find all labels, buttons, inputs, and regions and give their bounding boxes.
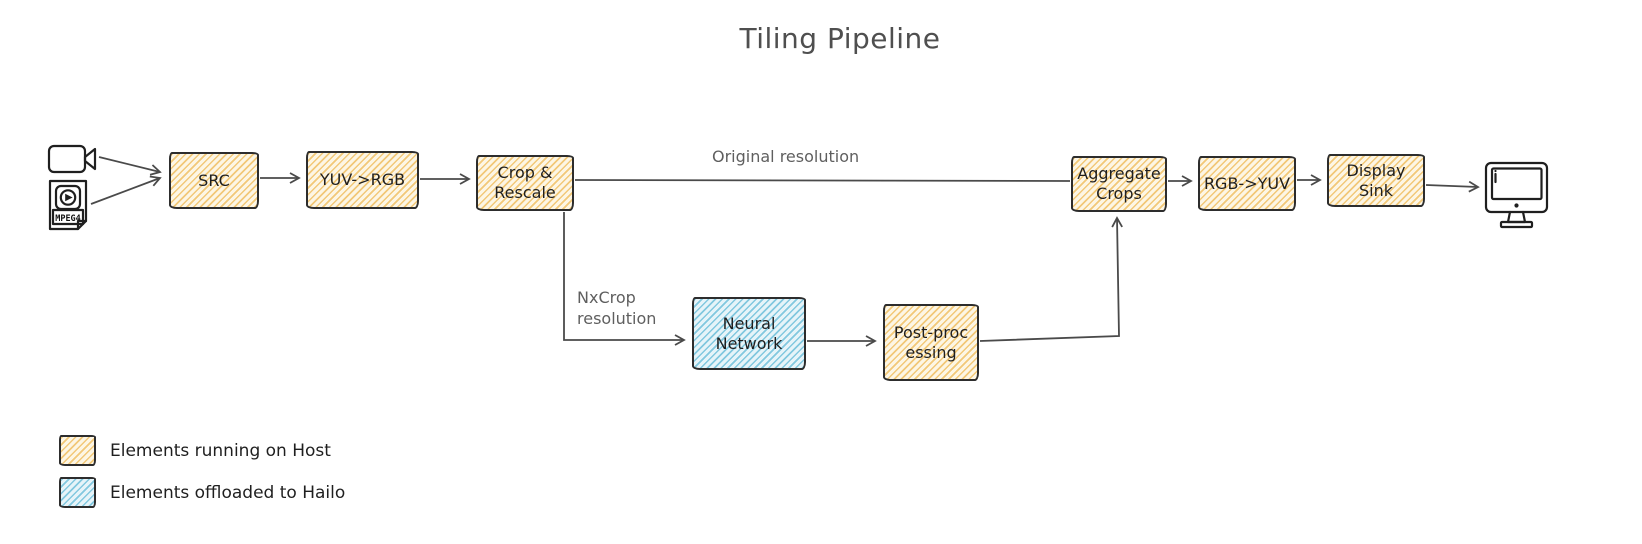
edge-label-original-resolution: Original resolution [712,147,860,166]
legend-label-hailo: Elements offloaded to Hailo [110,482,346,503]
edge-label-nxcrop-resolution: NxCrop resolution [577,288,657,328]
node-crop-rescale: Crop & Rescale [476,155,574,211]
monitor-icon [1484,161,1549,229]
line-original-resolution [574,179,1071,182]
node-neural-network: Neural Network [692,297,806,370]
legend-swatch-hailo [59,477,96,508]
video-camera-icon [47,144,97,174]
mpeg4-file-icon: MPEG4 [48,179,88,231]
arrow-camera-to-src [98,156,162,176]
mpeg4-file-label: MPEG4 [55,214,81,224]
legend-label-host: Elements running on Host [110,440,331,461]
node-display-sink: Display Sink [1327,154,1425,207]
node-src: SRC [169,152,259,209]
diagram-title: Tiling Pipeline [739,22,941,55]
legend-item-host: Elements running on Host [59,435,331,466]
node-yuv-to-rgb: YUV->RGB [306,151,419,209]
legend-swatch-host [59,435,96,466]
arrow-postproc-to-aggregate [979,216,1123,342]
legend-item-hailo: Elements offloaded to Hailo [59,477,345,508]
arrow-display-to-monitor [1425,180,1480,193]
node-post-processing: Post-proc essing [883,304,979,381]
node-rgb-to-yuv: RGB->YUV [1198,156,1296,211]
node-aggregate-crops: Aggregate Crops [1071,156,1167,212]
arrow-mpeg4-to-src [90,175,162,205]
